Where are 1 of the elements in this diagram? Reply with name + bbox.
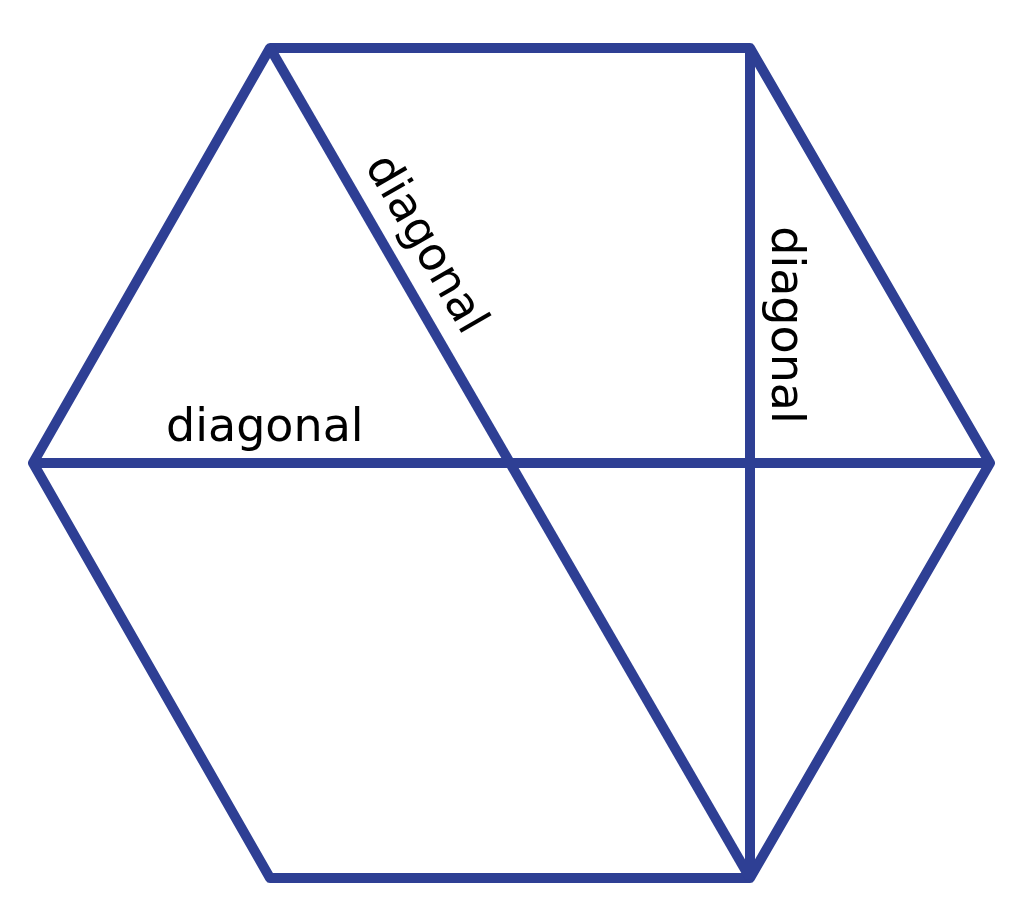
diagonal-label: diagonal (764, 226, 811, 424)
